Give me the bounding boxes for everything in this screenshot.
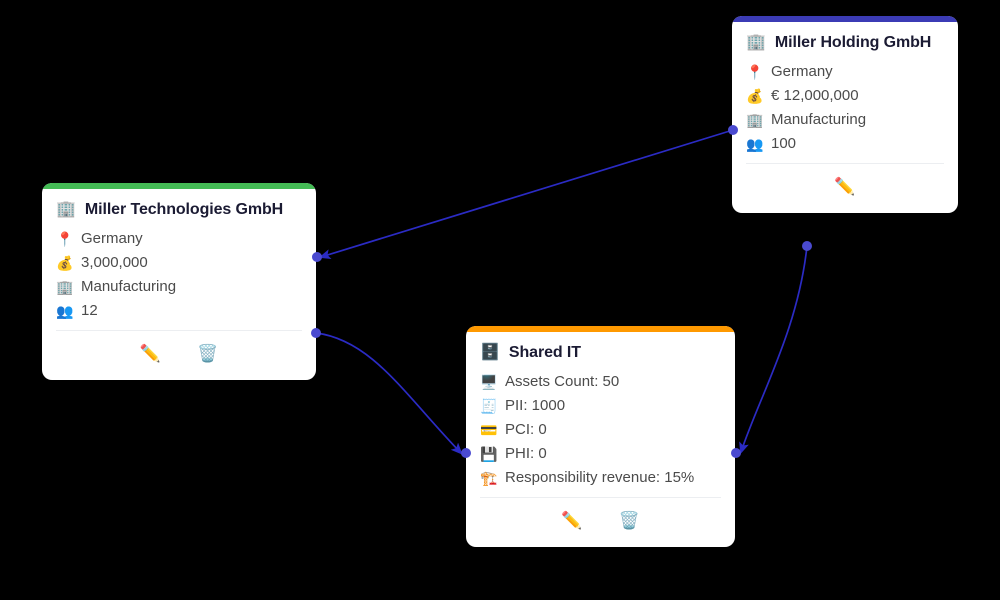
- handle-shared-it-left[interactable]: [461, 448, 471, 458]
- node-accent-bar: [42, 183, 316, 189]
- floppy-disk-icon: 💾: [480, 445, 498, 462]
- node-title: Miller Holding GmbH: [774, 34, 932, 51]
- map-pin-icon: 📍: [56, 230, 74, 247]
- node-divider: [746, 163, 944, 164]
- field-row: 👥 100: [746, 134, 944, 153]
- field-row: 📍 Germany: [56, 229, 302, 248]
- handle-technologies-right-bottom[interactable]: [311, 328, 321, 338]
- credit-card-icon: 💳: [480, 421, 498, 438]
- field-row: 💳 PCI: 0: [480, 420, 721, 439]
- field-value: Manufacturing: [771, 111, 867, 128]
- field-row: 🧾 PII: 1000: [480, 396, 721, 415]
- node-body: 🗄️ Shared IT 🖥️ Assets Count: 50 🧾 PII: …: [466, 332, 735, 497]
- field-value: PCI: 0: [505, 421, 547, 438]
- field-row: 💰 3,000,000: [56, 253, 302, 272]
- field-value: 100: [771, 135, 797, 152]
- node-body: 🏢 Miller Technologies GmbH 📍 Germany 💰 3…: [42, 189, 316, 330]
- delete-button[interactable]: 🗑️: [618, 511, 640, 530]
- office-building-icon: 🏢: [746, 34, 766, 51]
- node-actions: ✏️: [732, 164, 958, 213]
- handle-technologies-right-top[interactable]: [312, 252, 322, 262]
- node-actions: ✏️ 🗑️: [42, 331, 316, 380]
- field-value: PII: 1000: [505, 397, 566, 414]
- field-row: 🏗️ Responsibility revenue: 15%: [480, 468, 721, 487]
- field-value: PHI: 0: [505, 445, 547, 462]
- edit-button[interactable]: ✏️: [834, 177, 856, 196]
- node-accent-bar: [732, 16, 958, 22]
- field-list: 🖥️ Assets Count: 50 🧾 PII: 1000 💳 PCI: 0…: [480, 372, 721, 497]
- field-list: 📍 Germany 💰 € 12,000,000 🏢 Manufacturing…: [746, 62, 944, 163]
- handle-holding-left[interactable]: [728, 125, 738, 135]
- edge-holding-to-shared-it[interactable]: [739, 245, 808, 455]
- edge-technologies-to-shared-it[interactable]: [315, 332, 463, 455]
- node-divider: [56, 330, 302, 331]
- field-row: 👥 12: [56, 301, 302, 320]
- money-bag-icon: 💰: [56, 254, 74, 271]
- field-row: 📍 Germany: [746, 62, 944, 81]
- office-building-icon: 🏢: [746, 111, 764, 128]
- field-value: Assets Count: 50: [505, 373, 620, 390]
- field-value: 12: [81, 302, 98, 319]
- receipt-icon: 🧾: [480, 397, 498, 414]
- field-row: 💾 PHI: 0: [480, 444, 721, 463]
- node-accent-bar: [466, 326, 735, 332]
- field-value: € 12,000,000: [771, 87, 859, 104]
- map-pin-icon: 📍: [746, 63, 764, 80]
- edit-button[interactable]: ✏️: [139, 344, 161, 363]
- office-building-icon: 🏢: [56, 278, 74, 295]
- field-row: 🏢 Manufacturing: [746, 110, 944, 129]
- field-value: Germany: [771, 63, 833, 80]
- node-title: Shared IT: [508, 344, 581, 361]
- field-row: 🏢 Manufacturing: [56, 277, 302, 296]
- field-list: 📍 Germany 💰 3,000,000 🏢 Manufacturing 👥 …: [56, 229, 302, 330]
- field-row: 🖥️ Assets Count: 50: [480, 372, 721, 391]
- node-header: 🏢 Miller Holding GmbH: [746, 34, 944, 52]
- node-divider: [480, 497, 721, 498]
- node-miller-technologies[interactable]: 🏢 Miller Technologies GmbH 📍 Germany 💰 3…: [42, 183, 316, 380]
- field-row: 💰 € 12,000,000: [746, 86, 944, 105]
- node-miller-holding[interactable]: 🏢 Miller Holding GmbH 📍 Germany 💰 € 12,0…: [732, 16, 958, 213]
- building-construction-icon: 🏗️: [480, 469, 498, 486]
- node-body: 🏢 Miller Holding GmbH 📍 Germany 💰 € 12,0…: [732, 22, 958, 163]
- field-value: Responsibility revenue: 15%: [505, 469, 695, 486]
- handle-holding-bottom[interactable]: [802, 241, 812, 251]
- edge-holding-to-technologies[interactable]: [318, 129, 734, 260]
- office-building-icon: 🏢: [56, 201, 76, 218]
- field-value: Germany: [81, 230, 143, 247]
- delete-button[interactable]: 🗑️: [197, 344, 219, 363]
- money-bag-icon: 💰: [746, 87, 764, 104]
- desktop-computer-icon: 🖥️: [480, 373, 498, 390]
- node-header: 🗄️ Shared IT: [480, 344, 721, 362]
- handle-shared-it-right[interactable]: [731, 448, 741, 458]
- server-icon: 🗄️: [480, 344, 500, 361]
- node-header: 🏢 Miller Technologies GmbH: [56, 201, 302, 219]
- people-icon: 👥: [746, 135, 764, 152]
- field-value: Manufacturing: [81, 278, 177, 295]
- node-actions: ✏️ 🗑️: [466, 498, 735, 547]
- field-value: 3,000,000: [81, 254, 148, 271]
- node-title: Miller Technologies GmbH: [84, 201, 284, 218]
- node-shared-it[interactable]: 🗄️ Shared IT 🖥️ Assets Count: 50 🧾 PII: …: [466, 326, 735, 547]
- edit-button[interactable]: ✏️: [561, 511, 583, 530]
- people-icon: 👥: [56, 302, 74, 319]
